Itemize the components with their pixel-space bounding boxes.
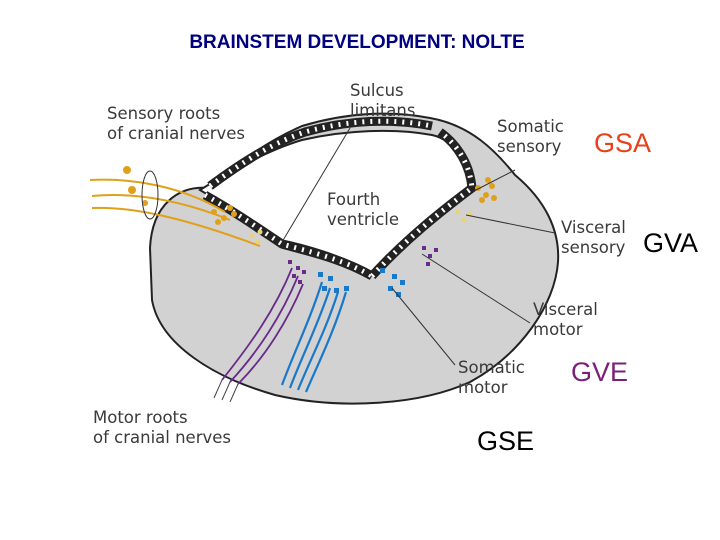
visceral-sensory-label: Visceral sensory	[561, 218, 626, 257]
sensory-roots-label: Sensory roots of cranial nerves	[107, 104, 246, 143]
somatic-motor-dots	[318, 268, 405, 297]
motor-root-tails	[213, 379, 239, 403]
sensory-ganglion-cells	[123, 166, 148, 206]
gsa-label: GSA	[594, 128, 652, 158]
visceral-sensory-dots	[249, 209, 473, 245]
visceral-motor-label: Visceral motor	[533, 300, 598, 339]
gse-label: GSE	[477, 426, 535, 456]
gva-label: GVA	[643, 228, 699, 258]
sulcus-limitans-label: Sulcus limitans	[350, 81, 416, 120]
slide-title: BRAINSTEM DEVELOPMENT: NOLTE	[189, 32, 525, 53]
somatic-motor-root-fibers	[280, 281, 348, 393]
motor-roots-label: Motor roots of cranial nerves	[93, 408, 232, 447]
leader-lines	[281, 127, 556, 366]
somatic-motor-label: Somatic motor	[458, 358, 525, 397]
root-loop	[141, 170, 159, 220]
somatic-sensory-dots	[211, 177, 497, 225]
somatic-sensory-label: Somatic sensory	[497, 117, 564, 156]
visceral-motor-root-fibers	[221, 267, 304, 385]
visceral-motor-dots	[288, 246, 438, 284]
fourth-ventricle-label: Fourth ventricle	[327, 190, 400, 229]
gve-label: GVE	[571, 357, 629, 387]
